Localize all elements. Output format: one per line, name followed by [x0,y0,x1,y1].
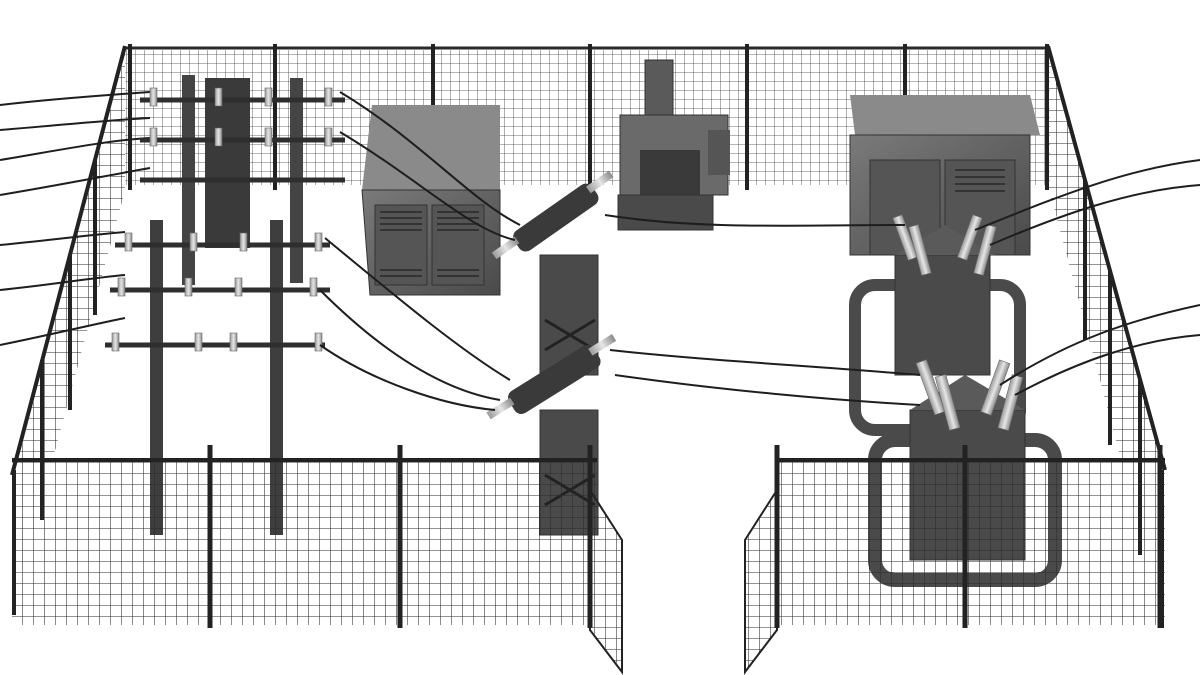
gate-left [589,486,623,675]
incoming-cables [0,91,151,346]
back-transformer-unit [617,59,730,231]
internal-cables [319,91,1200,411]
switchgear-cabinet [361,105,501,296]
front-fence-right [774,445,1165,628]
pole-structures [105,75,345,535]
gate-right [744,486,778,675]
front-fence-left [12,445,597,628]
